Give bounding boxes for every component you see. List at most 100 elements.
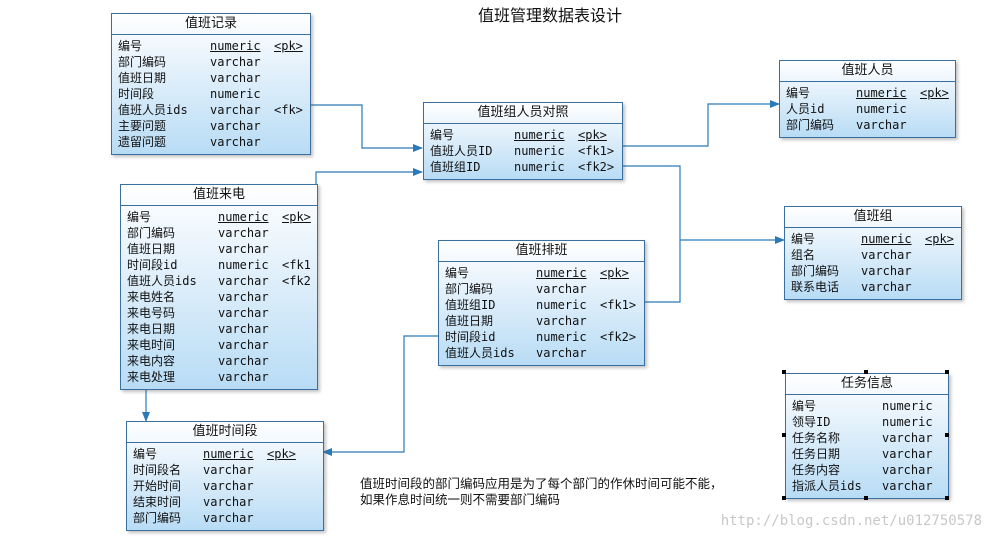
design-note: 值班时间段的部门编码应用是为了每个部门的作休时间可能不能，如果作息时间统一则不需…	[360, 476, 723, 507]
field-row: 值班日期 varchar	[127, 241, 311, 257]
field-name: 指派人员ids	[792, 479, 862, 493]
field-name: 值班人员ids	[445, 346, 515, 360]
field-type: numeric	[514, 128, 565, 142]
selection-handle[interactable]	[945, 433, 949, 437]
field-type: varchar	[861, 280, 912, 294]
connector-duizhao-to-renyuan	[622, 100, 780, 147]
field-key: <fk2>	[600, 330, 637, 344]
field-key: <fk>	[274, 103, 303, 117]
field-type: numeric	[856, 102, 907, 116]
field-name: 值班日期	[118, 71, 167, 85]
field-type: numeric	[882, 415, 933, 429]
field-name: 联系电话	[791, 280, 840, 294]
field-type: numeric	[536, 298, 587, 312]
field-type: varchar	[218, 322, 269, 336]
connector-laidian-to-duizhao	[315, 168, 423, 185]
field-name: 领导ID	[792, 415, 831, 429]
field-key: <fk2	[282, 274, 311, 288]
field-name: 来电时间	[127, 338, 176, 352]
selection-handle[interactable]	[864, 370, 868, 374]
field-name: 值班日期	[127, 242, 176, 256]
field-type: varchar	[203, 463, 254, 477]
field-type: varchar	[203, 511, 254, 525]
field-name: 编号	[127, 210, 152, 224]
field-name: 部门编码	[127, 226, 176, 240]
field-name: 部门编码	[791, 264, 840, 278]
field-key: <pk>	[925, 232, 954, 246]
field-row: 值班人员ids varchar	[445, 345, 638, 361]
field-key: <pk>	[600, 266, 629, 280]
field-type: numeric	[861, 232, 912, 246]
selection-handle[interactable]	[864, 496, 868, 500]
field-type: numeric	[856, 86, 907, 100]
selection-handle[interactable]	[782, 370, 786, 374]
field-type: numeric	[514, 144, 565, 158]
connector-duizhao-to-zhibanzu	[622, 165, 785, 244]
field-row: 编号 numeric	[792, 398, 942, 414]
field-type: varchar	[536, 282, 587, 296]
entity-title: 值班记录	[112, 14, 310, 35]
field-name: 编号	[791, 232, 816, 246]
field-name: 部门编码	[118, 55, 167, 69]
field-type: varchar	[856, 118, 907, 132]
field-name: 时间段id	[445, 330, 496, 344]
field-type: numeric	[218, 258, 269, 272]
field-name: 部门编码	[133, 511, 182, 525]
field-name: 主要问题	[118, 119, 167, 133]
entity-title: 值班组人员对照	[424, 103, 622, 124]
field-type: varchar	[536, 346, 587, 360]
field-name: 部门编码	[445, 282, 494, 296]
field-name: 组名	[791, 248, 816, 262]
field-key: <fk1>	[600, 298, 637, 312]
entity-title: 值班人员	[780, 61, 955, 82]
field-type: varchar	[861, 264, 912, 278]
field-type: varchar	[218, 290, 269, 304]
selection-handle[interactable]	[945, 496, 949, 500]
selection-handle[interactable]	[945, 370, 949, 374]
field-type: varchar	[210, 119, 261, 133]
field-name: 编号	[430, 128, 455, 142]
selection-handle[interactable]	[782, 433, 786, 437]
field-type: varchar	[218, 242, 269, 256]
field-name: 编号	[445, 266, 470, 280]
field-type: varchar	[882, 431, 933, 445]
field-name: 值班组ID	[445, 298, 496, 312]
field-key: <pk>	[578, 128, 607, 142]
selection-handle[interactable]	[782, 496, 786, 500]
field-name: 来电号码	[127, 306, 176, 320]
field-type: numeric	[882, 399, 933, 413]
field-type: varchar	[203, 495, 254, 509]
entity-title: 值班排班	[439, 241, 644, 262]
field-type: varchar	[218, 274, 269, 288]
field-row: 部门编码 varchar	[445, 281, 638, 297]
entity-title: 值班组	[785, 207, 961, 228]
field-name: 编号	[792, 399, 817, 413]
field-row: 部门编码 varchar	[791, 263, 955, 279]
field-name: 来电姓名	[127, 290, 176, 304]
field-key: <pk>	[920, 86, 949, 100]
